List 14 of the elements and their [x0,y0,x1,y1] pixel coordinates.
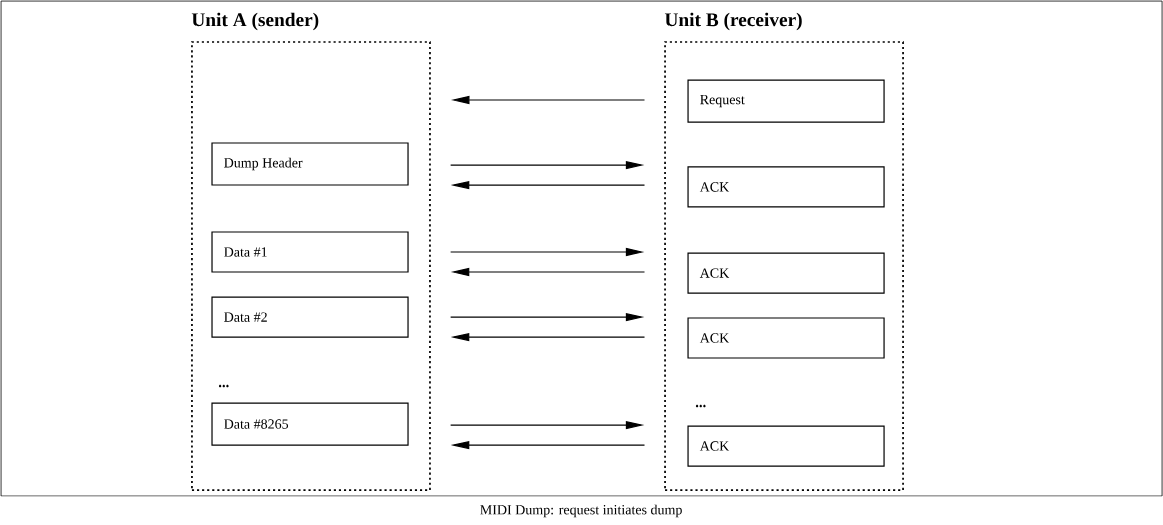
node-label: Unit A (sender) [191,12,319,31]
caption: MIDI Dump: request initiates dump [480,504,682,518]
message-box: ACK [687,252,885,294]
message-box: ACK [687,317,885,359]
ellipsis: ... [218,384,229,388]
message-box: ACK [687,166,885,208]
message-box: Dump Header [211,142,409,186]
message-box: Data #8265 [211,402,409,446]
ellipsis: ... [695,404,706,408]
message-box: Data #1 [211,231,409,273]
message-box: ACK [687,425,885,467]
node-label: Unit B (receiver) [664,12,802,31]
message-box: Request [687,79,885,123]
message-box: Data #2 [211,296,409,338]
